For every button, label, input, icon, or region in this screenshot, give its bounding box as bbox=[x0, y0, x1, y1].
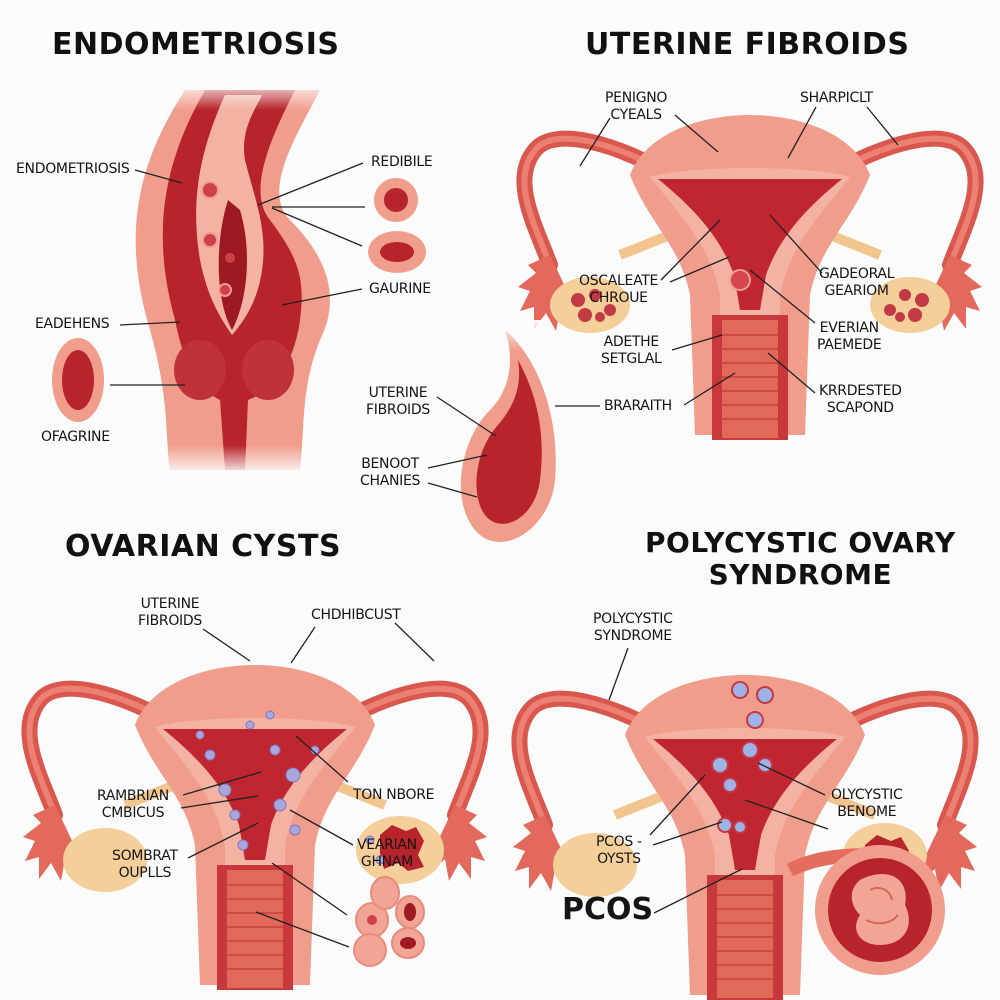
label-chdhibcust: CHDHIBCUST bbox=[311, 607, 401, 623]
ovarian-cysts-leader-lines bbox=[180, 622, 435, 948]
title-polycystic-ovary-syndrome: POLYCYSTIC OVARY SYNDROME bbox=[645, 526, 956, 592]
label-oscaleate-chroue: OSCALEATE CHROUE bbox=[579, 273, 659, 306]
ovarian-cyst-cluster-illustration bbox=[353, 876, 425, 967]
label-gadeoral-geariom: GADEORAL GEARIOM bbox=[819, 266, 895, 299]
uterine-fibroids-illustration bbox=[518, 115, 982, 440]
gestational-sac-illustration bbox=[786, 845, 945, 975]
label-polycystic-syndrome: POLYCYSTIC SYNDROME bbox=[593, 611, 673, 644]
label-everian-paemede: EVERIAN PAEMEDE bbox=[817, 320, 882, 353]
label-braraith: BRARAITH bbox=[604, 398, 672, 414]
label-krrdested-scapond: KRRDESTED SCAPOND bbox=[819, 383, 902, 416]
label-redibile: REDIBILE bbox=[371, 154, 433, 170]
label-adethe-setglal: ADETHE SETGLAL bbox=[601, 334, 662, 367]
label-sombrat-oupells: SOMBRAT OUPLLS bbox=[112, 848, 178, 881]
endometriosis-illustration bbox=[52, 80, 426, 475]
label-rambrian-cmbicus: RAMBRIAN CMBICUS bbox=[97, 788, 169, 821]
uterine-fibroids-leader-lines bbox=[427, 106, 899, 498]
label-uterine-fibroids: UTERINE FIBROIDS bbox=[138, 596, 202, 629]
fibroid-closeup-illustration bbox=[460, 320, 556, 542]
label-vearian-ghnam: VEARIAN GHNAM bbox=[357, 837, 417, 870]
title-endometriosis: ENDOMETRIOSIS bbox=[52, 27, 340, 62]
label-penigno-cyeals: PENIGNO CYEALS bbox=[605, 90, 668, 123]
label-tonnbore: TON NBORE bbox=[353, 787, 435, 803]
label-benoot-chanies: BENOOT CHANIES bbox=[360, 456, 421, 489]
label-endometriosis: ENDOMETRIOSIS bbox=[16, 161, 130, 177]
label-ofagrine: OFAGRINE bbox=[41, 429, 110, 445]
ovarian-cysts-illustration bbox=[23, 665, 487, 990]
title-ovarian-cysts: OVARIAN CYSTS bbox=[65, 529, 342, 564]
label-pcos-oysts: PCOS - OYSTS bbox=[596, 834, 642, 867]
label-uterine-fibroids-closeup: UTERINE FIBROIDS bbox=[366, 385, 430, 418]
label-eadehens: EADEHENS bbox=[35, 316, 110, 332]
label-sharpiclt: SHARPICLT bbox=[800, 90, 873, 106]
label-olycystic-benome: OLYCYSTIC BENOME bbox=[831, 787, 903, 820]
title-uterine-fibroids: UTERINE FIBROIDS bbox=[585, 27, 910, 62]
label-pcos: PCOS bbox=[562, 892, 654, 927]
pcos-leader-lines bbox=[608, 647, 829, 914]
label-gaurine: GAURINE bbox=[369, 281, 431, 297]
